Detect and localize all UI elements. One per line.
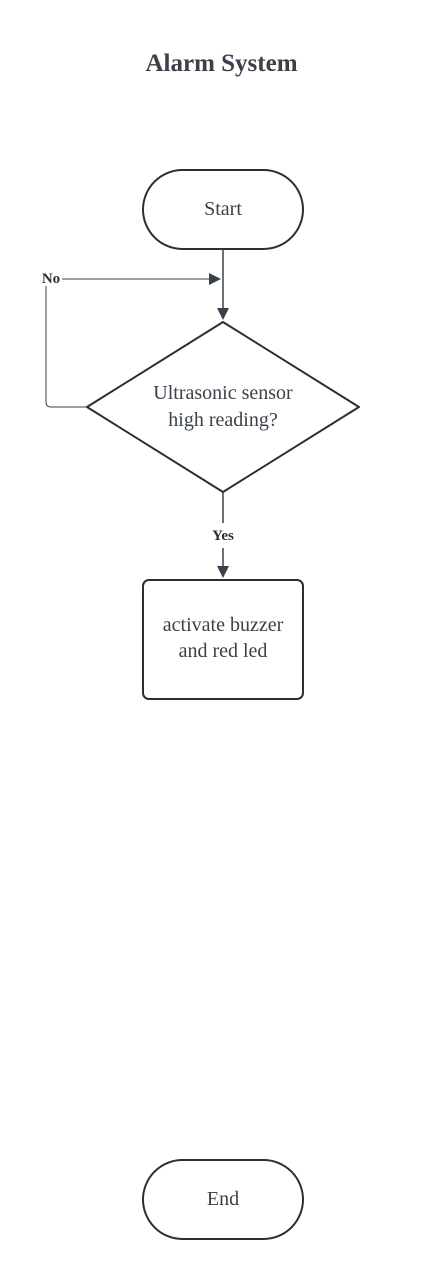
start-node: Start — [142, 169, 304, 250]
decision-node-line1: Ultrasonic sensor — [153, 382, 293, 404]
edge-yes-label: Yes — [212, 528, 234, 544]
decision-node: Ultrasonic sensor high reading? — [86, 321, 360, 493]
edge-no-loop — [45, 286, 87, 408]
end-node: End — [142, 1159, 304, 1240]
process-node: activate buzzer and red led — [142, 579, 304, 700]
end-node-label: End — [207, 1188, 239, 1210]
process-node-line2: and red led — [179, 640, 268, 662]
process-node-line1: activate buzzer — [163, 614, 284, 636]
edge-no-label: No — [42, 271, 60, 287]
diagram-title: Alarm System — [145, 50, 298, 77]
decision-node-line2: high reading? — [168, 409, 278, 431]
start-node-label: Start — [204, 198, 242, 220]
